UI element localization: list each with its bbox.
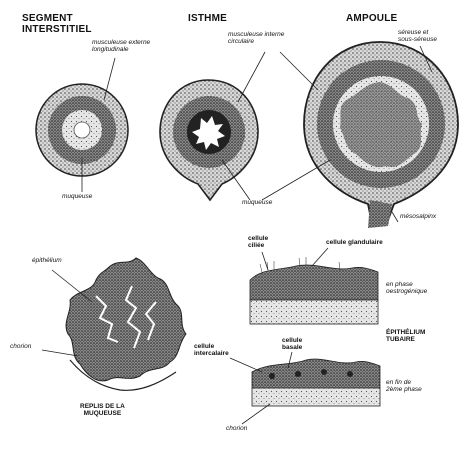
label-en-phase-oestrogenique: en phase oestrogénique bbox=[386, 282, 427, 296]
epithelium-panel-bottom bbox=[252, 359, 380, 406]
epithelium-panel-top bbox=[250, 257, 378, 324]
label-cellule-intercalaire: cellule intercalaire bbox=[194, 344, 229, 358]
isthme-section bbox=[160, 80, 258, 200]
label-musculeuse-externe: musculeuse externe longitudinale bbox=[92, 40, 150, 54]
mucosal-folds-mass bbox=[66, 258, 186, 381]
label-mesosalpinx: mésosalpinx bbox=[400, 214, 436, 221]
bottom-chorion-layer bbox=[252, 388, 380, 406]
label-muqueuse-isthme: muqueuse bbox=[242, 200, 272, 207]
label-chorion-replis: chorion bbox=[10, 344, 31, 351]
heading-ampoule: AMPOULE bbox=[346, 14, 397, 25]
heading-segment-interstitiel: SEGMENT INTERSTITIEL bbox=[22, 14, 92, 35]
label-epithelium-tubaire: ÉPITHÉLIUM TUBAIRE bbox=[386, 330, 425, 344]
label-en-fin-de-phase: en fin de 2ème phase bbox=[386, 380, 422, 394]
label-sereuse: séreuse et sous-séreuse bbox=[398, 30, 437, 44]
heading-isthme: ISTHME bbox=[188, 14, 227, 25]
label-chorion-epithelium: chorion bbox=[226, 426, 247, 433]
label-cellule-glandulaire: cellule glandulaire bbox=[326, 240, 383, 247]
label-muqueuse-interstitiel: muqueuse bbox=[62, 194, 92, 201]
label-replis-muqueuse: REPLIS DE LA MUQUEUSE bbox=[80, 404, 125, 418]
label-cellule-ciliee: cellule ciliée bbox=[248, 236, 268, 250]
label-musculeuse-interne: musculeuse interne circulaire bbox=[228, 32, 284, 46]
interstitiel-lumen bbox=[74, 122, 90, 138]
label-epithelium: épithélium bbox=[32, 258, 62, 265]
top-chorion-layer bbox=[250, 300, 378, 324]
ampoule-section bbox=[304, 42, 458, 228]
top-epithelium-cells bbox=[250, 265, 378, 300]
replis-muqueuse-drawing bbox=[66, 258, 186, 390]
label-cellule-basale: cellule basale bbox=[282, 338, 302, 352]
mesosalpinx-stalk bbox=[368, 200, 392, 228]
